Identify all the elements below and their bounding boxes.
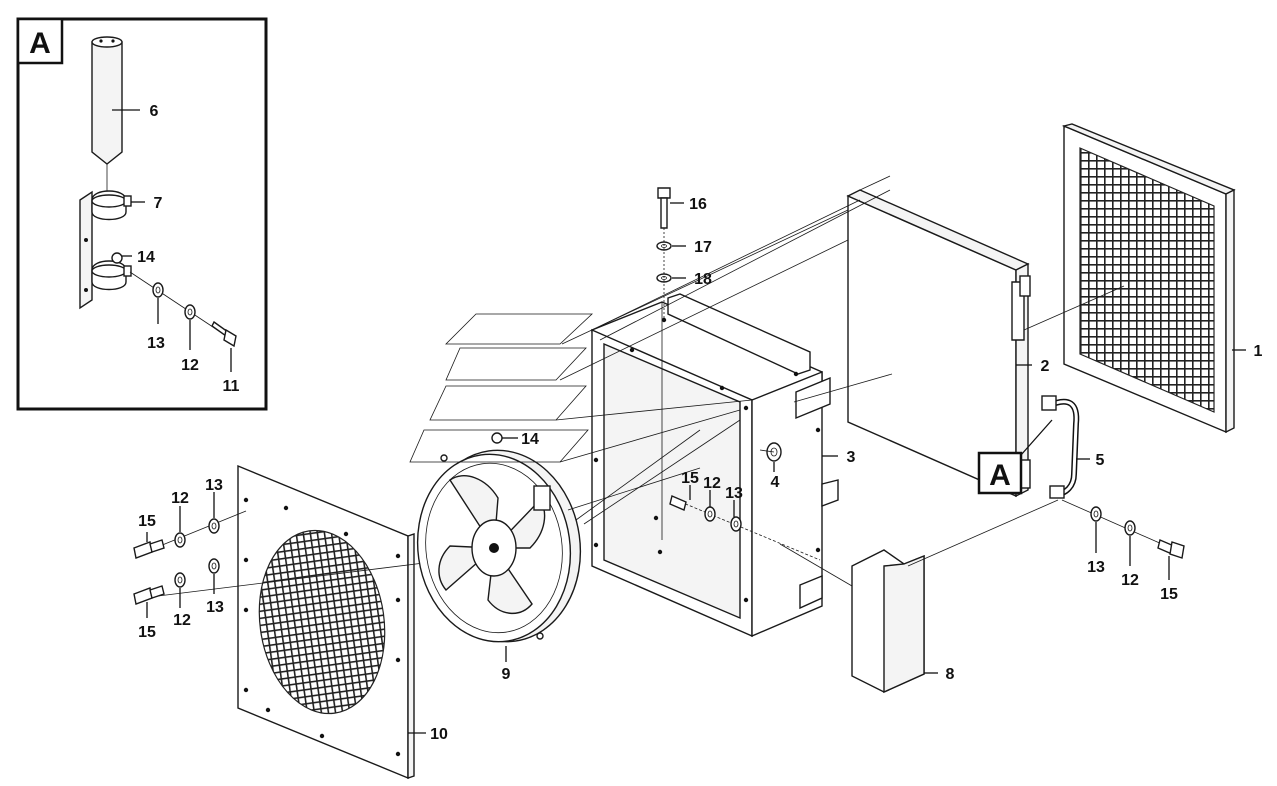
callout-11: 11	[223, 378, 240, 395]
callout-7: 7	[154, 195, 163, 212]
assembly-guide-lines	[409, 189, 1125, 587]
condenser-part	[846, 175, 1031, 498]
callout-a-label: A	[989, 459, 1011, 492]
callout-13-right: 13	[1087, 559, 1105, 576]
callout-14-detail: 14	[137, 249, 155, 266]
detail-a-inset: A	[16, 17, 268, 411]
callout-12-left-bottom: 12	[173, 612, 191, 629]
top-fasteners	[656, 187, 672, 318]
callout-17: 17	[694, 239, 712, 256]
drier-bracket-part	[79, 190, 132, 310]
front-grille-part	[237, 464, 415, 780]
callout-13-left-top: 13	[205, 477, 223, 494]
callout-13-center: 13	[725, 485, 743, 502]
fan-shroud-part	[591, 293, 839, 638]
grille-fasteners	[133, 510, 433, 605]
callout-15-left-top: 15	[138, 513, 156, 530]
callout-13-detail: 13	[147, 335, 165, 352]
callout-12-left-top: 12	[171, 490, 189, 507]
callout-15-right: 15	[1160, 586, 1178, 603]
callout-1: 1	[1254, 343, 1263, 360]
condenser-fan-part	[416, 449, 582, 643]
callout-15-left-bottom: 15	[138, 624, 156, 641]
detail-a-label: A	[29, 27, 51, 60]
callout-16: 16	[689, 196, 707, 213]
callout-15-center: 15	[681, 470, 699, 487]
receiver-drier-part	[91, 36, 123, 196]
callout-13-left-bottom: 13	[206, 599, 224, 616]
callout-14-fan: 14	[521, 431, 539, 448]
callout-5: 5	[1096, 452, 1105, 469]
callout-4: 4	[771, 474, 780, 491]
callout-12-center: 12	[703, 475, 721, 492]
ac-hose-part	[1041, 395, 1080, 499]
shroud-fasteners	[669, 495, 821, 561]
callout-8: 8	[946, 666, 955, 683]
rear-grille-part	[1061, 123, 1236, 434]
hose-fasteners	[1061, 499, 1185, 559]
callout-12-right: 12	[1121, 572, 1139, 589]
callout-18: 18	[694, 271, 712, 288]
callout-9: 9	[502, 666, 511, 683]
side-bracket-part	[851, 549, 925, 694]
callout-12-detail: 12	[181, 357, 199, 374]
callout-2: 2	[1041, 358, 1050, 375]
detail-fasteners	[111, 252, 237, 348]
callout-3: 3	[847, 449, 856, 466]
callout-10: 10	[430, 726, 448, 743]
callout-6: 6	[150, 103, 159, 120]
